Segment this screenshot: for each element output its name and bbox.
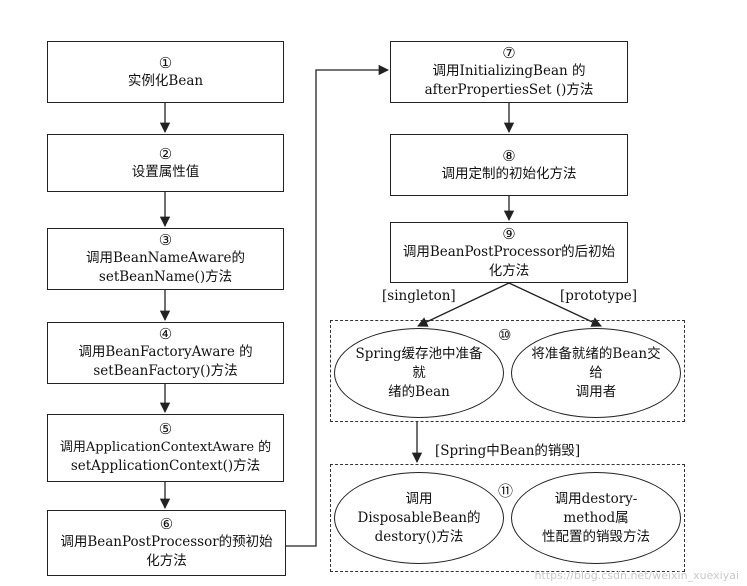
prototype-label: [prototype]	[560, 288, 637, 304]
arrow-prototype	[508, 282, 602, 327]
step-9-line-1: 调用BeanPostProcessor的后初始	[402, 243, 616, 260]
step-2-box: ② 设置属性值	[47, 134, 284, 192]
group-10-number: ⑩	[498, 326, 512, 344]
watermark-text: https://blog.csdn.net/weixin_xuexiyai	[534, 569, 739, 582]
spring-cache-line-1: Spring缓存池中准备就	[355, 345, 483, 381]
hand-to-caller-line-2: 调用者	[575, 383, 617, 400]
destroy-method-ellipse: 调用destory-method属 性配置的销毁方法	[511, 472, 681, 564]
step-6-line-1: 调用BeanPostProcessor的预初始	[60, 534, 273, 550]
step-7-line-2: afterPropertiesSet ()方法	[424, 82, 594, 98]
step-8-text: 调用定制的初始化方法	[441, 165, 577, 182]
step-3-line-1: 调用BeanNameAware的	[86, 250, 245, 266]
step-2-text: 设置属性值	[131, 163, 200, 180]
arrow-6-7	[286, 64, 390, 547]
step-5-box: ⑤ 调用ApplicationContextAware 的 setApplica…	[47, 414, 284, 482]
group-10-container	[330, 320, 685, 422]
step-7-number: ⑦	[502, 44, 516, 62]
step-9-number: ⑨	[502, 224, 516, 243]
step-6-box: ⑥ 调用BeanPostProcessor的预初始 化方法	[47, 510, 286, 576]
group-11-number: ⑪	[498, 482, 514, 500]
destroy-method-line-2: 性配置的销毁方法	[542, 528, 650, 545]
step-1-text: 实例化Bean	[127, 72, 204, 89]
step-8-number: ⑧	[502, 146, 516, 165]
step-5-line-2: setApplicationContext()方法	[70, 458, 261, 474]
destroy-method-line-1: 调用destory-method属	[554, 490, 638, 526]
hand-to-caller-ellipse: 将准备就绪的Bean交给 调用者	[511, 328, 681, 418]
destroy-label: [Spring中Bean的销毁]	[435, 443, 581, 459]
spring-cache-ellipse: Spring缓存池中准备就 绪的Bean	[334, 328, 504, 418]
step-1-box: ① 实例化Bean	[47, 41, 284, 103]
step-9-box: ⑨ 调用BeanPostProcessor的后初始 化方法	[390, 222, 628, 283]
arrow-singleton	[417, 282, 510, 327]
hand-to-caller-line-1: 将准备就绪的Bean交给	[531, 345, 661, 381]
disposable-bean-line-2: destory()方法	[374, 528, 464, 545]
step-7-box: ⑦ 调用InitializingBean 的 afterPropertiesSe…	[390, 41, 628, 103]
step-4-line-2: setBeanFactory()方法	[93, 363, 238, 379]
step-8-box: ⑧ 调用定制的初始化方法	[390, 134, 628, 196]
step-3-number: ③	[158, 231, 173, 249]
step-4-number: ④	[158, 325, 173, 343]
step-5-line-1: 调用ApplicationContextAware 的	[59, 440, 272, 455]
step-6-line-2: 化方法	[146, 553, 187, 569]
step-4-box: ④ 调用BeanFactoryAware 的 setBeanFactory()方…	[47, 322, 284, 384]
step-2-number: ②	[158, 144, 173, 163]
step-7-line-1: 调用InitializingBean 的	[432, 63, 586, 79]
step-4-line-1: 调用BeanFactoryAware 的	[78, 344, 253, 360]
step-5-number: ⑤	[158, 420, 173, 438]
group-11-container	[330, 464, 685, 572]
step-1-number: ①	[158, 53, 173, 72]
step-3-box: ③ 调用BeanNameAware的 setBeanName()方法	[47, 228, 284, 290]
disposable-bean-line-1: 调用DisposableBean的	[357, 490, 481, 526]
disposable-bean-ellipse: 调用DisposableBean的 destory()方法	[334, 472, 504, 564]
step-6-number: ⑥	[159, 515, 174, 533]
step-3-line-2: setBeanName()方法	[98, 269, 233, 285]
spring-cache-line-2: 绪的Bean	[388, 383, 450, 400]
singleton-label: [singleton]	[382, 288, 456, 304]
step-9-line-2: 化方法	[488, 262, 530, 279]
